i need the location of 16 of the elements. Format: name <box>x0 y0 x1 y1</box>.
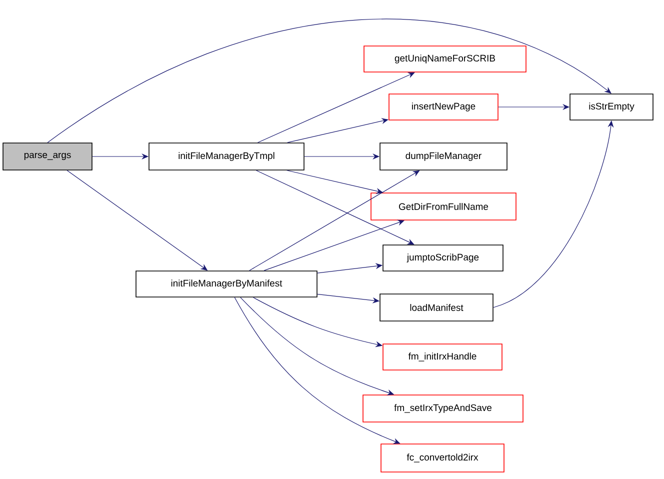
function-box: initFileManagerByManifest <box>136 270 318 298</box>
function-box: GetDirFromFullName <box>370 192 516 220</box>
function-box: dumpFileManager <box>380 142 508 170</box>
function-box: fc_convertold2irx <box>380 444 504 472</box>
function-box: isStrEmpty <box>570 94 654 120</box>
arrow <box>257 72 415 143</box>
function-box: getUniqNameForSCRIB <box>364 46 526 72</box>
function-box: fm_initIrxHandle <box>382 344 502 370</box>
arrow <box>47 19 612 143</box>
function-box: initFileManagerByTmpl <box>148 142 304 170</box>
arrow <box>256 170 414 245</box>
function-box: parse_args <box>2 142 92 170</box>
function-box: fm_setIrxTypeAndSave <box>362 394 524 422</box>
function-box: loadManifest <box>380 294 494 322</box>
function-box: insertNewPage <box>388 94 498 120</box>
function-box: jumptoScribPage <box>382 244 504 272</box>
